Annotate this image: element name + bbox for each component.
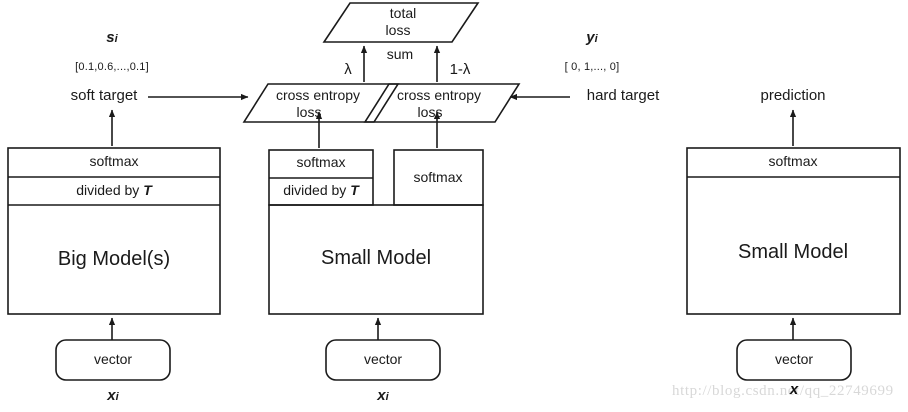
hard-target-vector-value: [ 0, 1,..., 0] (564, 61, 620, 73)
soft-cross-entropy-label-line2: loss (296, 104, 322, 120)
inference-input-symbol: x (789, 381, 799, 398)
teacher-input-symbol-subscript: i (115, 391, 119, 403)
student-model-label: Small Model (320, 247, 432, 269)
student-softmax-t-label: softmax (296, 154, 346, 170)
inference-stack-outline (686, 147, 901, 315)
inference-softmax-label: softmax (768, 153, 818, 169)
teacher-input-label: vector (93, 351, 133, 367)
student-input-label: vector (363, 351, 403, 367)
teacher-temperature-label: divided by T (76, 182, 152, 198)
teacher-stack-outline (7, 147, 221, 315)
student-softmax-plain-label: softmax (413, 169, 463, 185)
hard-cross-entropy-parallelogram (363, 83, 521, 123)
total-loss-label-line1: total (389, 5, 417, 21)
prediction-label: prediction (760, 87, 826, 104)
teacher-input-symbol: xi (107, 387, 119, 404)
student-input-symbol: xi (377, 387, 389, 404)
total-loss-parallelogram (322, 2, 480, 43)
soft-target-symbol-subscript: i (114, 33, 118, 45)
student-input-box (325, 339, 441, 381)
hard-cross-entropy-label-line1: cross entropy (396, 87, 482, 103)
student-temperature-label: divided by T (283, 182, 359, 198)
soft-target-vector-value: [0.1,0.6,...,0.1] (75, 61, 149, 73)
lambda-weight-label: λ (344, 61, 352, 78)
total-loss-label-line2: loss (385, 22, 411, 38)
student-model-outline (268, 204, 484, 315)
teacher-softmax-label: softmax (89, 153, 139, 169)
soft-target-symbol: si (106, 29, 118, 46)
inference-input-label: vector (774, 351, 814, 367)
teacher-input-box (55, 339, 171, 381)
inference-input-box (736, 339, 852, 381)
hard-cross-entropy-label-line2: loss (417, 104, 443, 120)
one-minus-lambda-weight-label: 1-λ (449, 61, 471, 78)
hard-target-symbol-subscript: i (594, 33, 598, 45)
student-input-symbol-subscript: i (385, 391, 389, 403)
soft-target-label: soft target (70, 87, 138, 104)
soft-cross-entropy-label-line1: cross entropy (275, 87, 361, 103)
hard-target-symbol: yi (586, 29, 598, 46)
student-softmax-plain-box (393, 149, 484, 206)
sum-label: sum (386, 46, 414, 62)
watermark-text: http://blog.csdn.net/qq_22749699 (672, 383, 894, 399)
hard-target-label: hard target (586, 87, 660, 104)
inference-model-label: Small Model (737, 241, 849, 263)
teacher-model-label: Big Model(s) (57, 248, 171, 270)
